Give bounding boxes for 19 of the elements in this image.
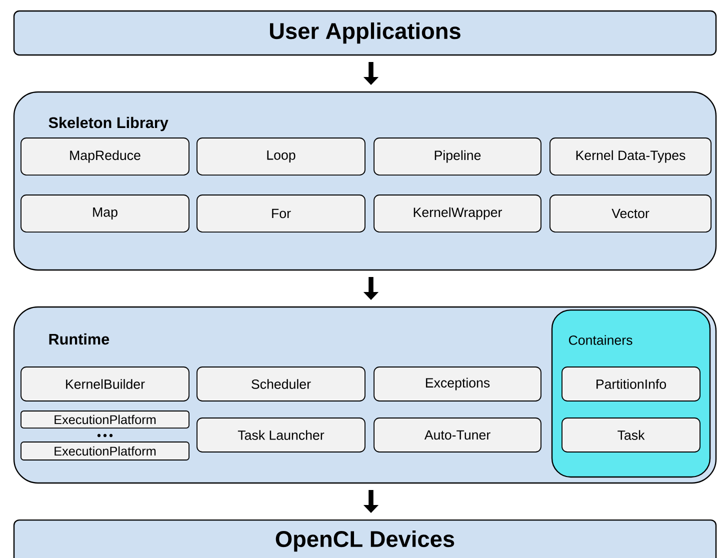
component-box: Scheduler [196, 366, 366, 402]
component-box: Vector [550, 194, 712, 232]
component-box: PartitionInfo [562, 366, 700, 402]
component-box: Pipeline [374, 138, 542, 176]
component-box: Task Launcher [196, 418, 366, 452]
component-box: Auto-Tuner [374, 418, 542, 452]
component-box: Exceptions [374, 366, 542, 402]
component-box: KernelWrapper [374, 194, 542, 232]
component-box: Map [20, 194, 190, 232]
component-box: MapReduce [20, 138, 190, 176]
component-box: Task [562, 418, 700, 452]
component-box: ExecutionPlatform [20, 442, 190, 460]
component-box: ExecutionPlatform [20, 410, 190, 428]
component-box: Loop [196, 138, 366, 176]
component-box: KernelBuilder [20, 366, 190, 402]
layer-band: User Applications [13, 10, 717, 56]
component-box: For [196, 194, 366, 232]
component-box: Kernel Data-Types [550, 138, 712, 176]
layer-band: OpenCL Devices [13, 519, 717, 558]
